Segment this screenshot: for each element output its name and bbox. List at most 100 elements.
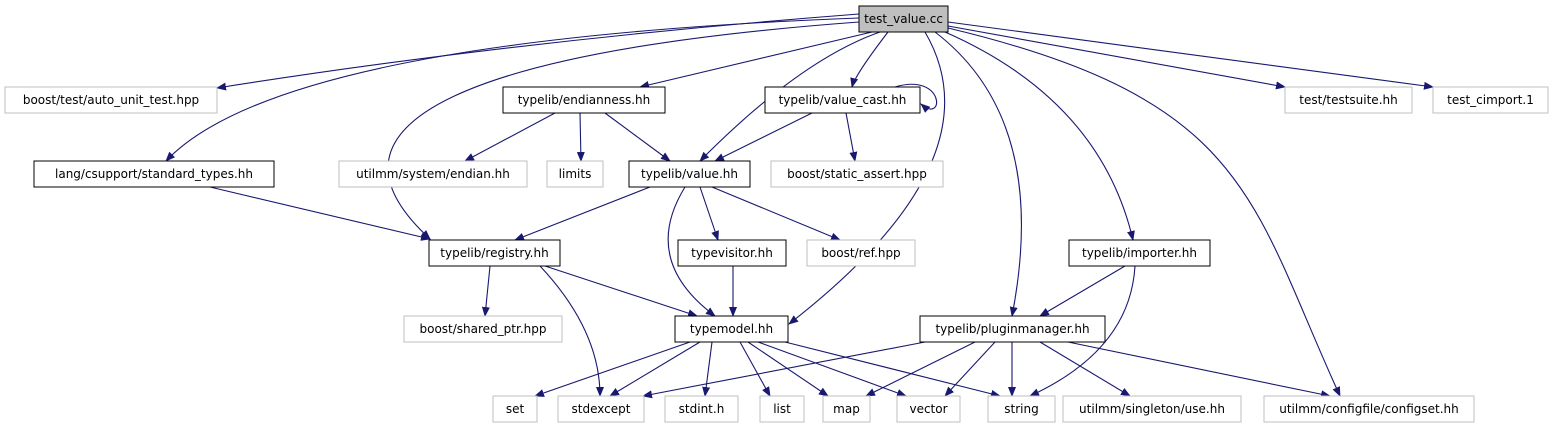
edge-standard_types-to-registry xyxy=(209,186,431,241)
node-box xyxy=(628,160,751,188)
edge-pluginmanager-to-configset xyxy=(1067,341,1331,399)
node-singleton_use: utilmm/singleton/use.hh xyxy=(1062,395,1242,423)
node-label: string xyxy=(1004,402,1038,416)
node-box xyxy=(1263,395,1475,423)
node-box xyxy=(764,86,921,114)
node-label: typelib/value_cast.hh xyxy=(779,93,907,107)
node-box xyxy=(557,395,645,423)
edge-registry-to-shared_ptr xyxy=(481,265,491,317)
node-label: lang/csupport/standard_types.hh xyxy=(55,167,253,181)
node-testsuite: test/testsuite.hh xyxy=(1284,86,1413,114)
node-limits: limits xyxy=(546,160,604,188)
edge-value-to-typevisitor xyxy=(699,186,719,241)
node-box xyxy=(822,395,871,423)
node-label: test_cimport.1 xyxy=(1447,93,1534,107)
node-box xyxy=(33,160,275,188)
node-box xyxy=(492,395,538,423)
node-set: set xyxy=(492,395,538,423)
node-test_cimport: test_cimport.1 xyxy=(1432,86,1549,114)
node-box xyxy=(806,239,916,267)
edge-typemodel-to-string xyxy=(784,341,1001,398)
node-string: string xyxy=(987,395,1056,423)
node-box xyxy=(338,160,528,188)
edge-typemodel-to-stdexcept xyxy=(609,341,701,397)
node-box xyxy=(403,315,563,343)
edge-test_value-to-test_cimport xyxy=(947,21,1434,90)
node-box xyxy=(759,395,805,423)
edge-test_value-to-configset xyxy=(947,27,1341,397)
edge-test_value-to-auto_unit_test xyxy=(216,13,860,91)
node-box xyxy=(1062,395,1242,423)
node-box xyxy=(674,315,789,343)
node-auto_unit_test: boost/test/auto_unit_test.hpp xyxy=(4,86,218,114)
edge-registry-to-stdexcept xyxy=(539,265,604,397)
node-configset: utilmm/configfile/configset.hh xyxy=(1263,395,1475,423)
node-label: boost/ref.hpp xyxy=(821,246,900,260)
node-label: stdint.h xyxy=(679,402,725,416)
node-box xyxy=(428,239,561,267)
node-box xyxy=(664,395,739,423)
node-label: utilmm/singleton/use.hh xyxy=(1079,402,1225,416)
node-box xyxy=(919,315,1106,343)
node-box xyxy=(502,86,666,114)
edge-registry-to-typemodel xyxy=(544,265,698,317)
node-box xyxy=(546,160,604,188)
edge-typemodel-to-map xyxy=(747,341,829,397)
graph-edges xyxy=(165,13,1434,399)
node-endian: utilmm/system/endian.hh xyxy=(338,160,528,188)
node-label: typelib/pluginmanager.hh xyxy=(935,322,1089,336)
edge-test_value-to-testsuite xyxy=(947,25,1286,90)
node-value[interactable]: typelib/value.hh xyxy=(628,160,751,188)
node-ref: boost/ref.hpp xyxy=(806,239,916,267)
edge-pluginmanager-to-vector xyxy=(944,341,996,397)
node-label: typelib/endianness.hh xyxy=(518,93,651,107)
edge-value_cast-to-value xyxy=(714,112,813,162)
node-registry[interactable]: typelib/registry.hh xyxy=(428,239,561,267)
node-label: limits xyxy=(559,167,592,181)
node-label: test_value.cc xyxy=(864,12,943,26)
node-value_cast[interactable]: typelib/value_cast.hh xyxy=(764,86,921,114)
node-label: typelib/value.hh xyxy=(641,167,738,181)
edge-importer-to-pluginmanager xyxy=(1039,265,1126,317)
node-endianness[interactable]: typelib/endianness.hh xyxy=(502,86,666,114)
node-vector: vector xyxy=(896,395,961,423)
edge-typemodel-to-list xyxy=(739,341,771,397)
node-box xyxy=(858,5,949,33)
node-label: utilmm/configfile/configset.hh xyxy=(1279,402,1459,416)
edge-test_value-to-registry xyxy=(387,21,860,240)
node-label: typelib/registry.hh xyxy=(440,246,548,260)
edge-value-to-typemodel xyxy=(667,186,716,317)
edge-pluginmanager-to-stdexcept xyxy=(642,341,926,399)
node-box xyxy=(1068,239,1211,267)
node-importer[interactable]: typelib/importer.hh xyxy=(1068,239,1211,267)
node-box xyxy=(1432,86,1549,114)
edge-endianness-to-limits xyxy=(576,112,585,162)
edge-value-to-ref xyxy=(711,186,841,241)
node-box xyxy=(4,86,218,114)
node-label: vector xyxy=(909,402,947,416)
edge-endianness-to-value xyxy=(604,112,671,162)
edge-test_value-to-endianness xyxy=(639,31,873,89)
node-label: boost/test/auto_unit_test.hpp xyxy=(23,93,199,107)
edge-pluginmanager-to-map xyxy=(865,341,976,397)
edge-value_cast-to-value_cast xyxy=(894,83,938,113)
node-standard_types[interactable]: lang/csupport/standard_types.hh xyxy=(33,160,275,188)
edge-typemodel-to-vector xyxy=(757,341,907,397)
node-box xyxy=(1284,86,1413,114)
node-box xyxy=(677,239,787,267)
node-shared_ptr: boost/shared_ptr.hpp xyxy=(403,315,563,343)
node-box xyxy=(987,395,1056,423)
node-list: list xyxy=(759,395,805,423)
node-label: typelib/importer.hh xyxy=(1082,246,1197,260)
node-label: boost/static_assert.hpp xyxy=(787,167,927,181)
node-typemodel[interactable]: typemodel.hh xyxy=(674,315,789,343)
edge-test_value-to-pluginmanager xyxy=(934,31,1022,317)
edge-test_value-to-importer xyxy=(944,31,1135,241)
node-label: boost/shared_ptr.hpp xyxy=(420,322,547,336)
node-label: test/testsuite.hh xyxy=(1299,93,1397,107)
node-pluginmanager[interactable]: typelib/pluginmanager.hh xyxy=(919,315,1106,343)
node-typevisitor[interactable]: typevisitor.hh xyxy=(677,239,787,267)
node-static_assert: boost/static_assert.hpp xyxy=(770,160,944,188)
node-label: map xyxy=(833,402,860,416)
